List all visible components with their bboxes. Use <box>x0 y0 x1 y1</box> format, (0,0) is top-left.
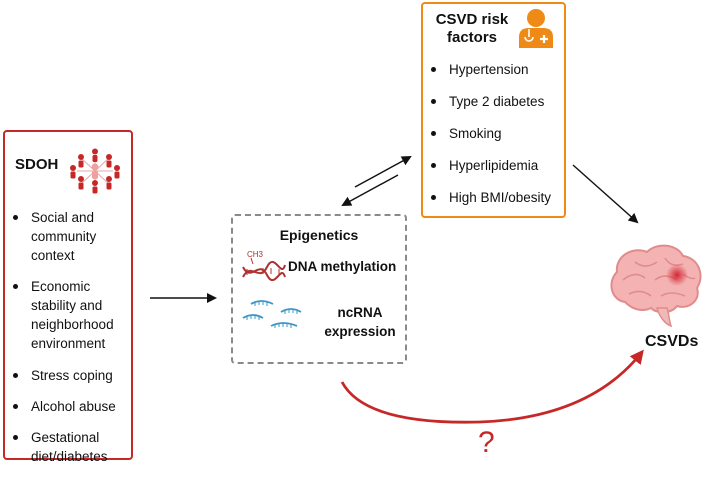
list-item: Hyperlipidemia <box>429 156 565 175</box>
question-mark: ? <box>478 426 495 459</box>
arrow-risk-to-epigenetics <box>341 174 399 206</box>
epigenetics-box: Epigenetics CH3 DNA methylation ncRNA <box>231 214 407 364</box>
list-item: Type 2 diabetes <box>429 92 565 111</box>
doctor-icon <box>519 9 553 48</box>
arrow-risk-to-csvds <box>572 164 639 224</box>
list-item: Stress coping <box>11 366 129 385</box>
list-item: Hypertension <box>429 60 565 79</box>
brain-icon <box>610 244 702 328</box>
sdoh-title: SDOH <box>15 156 59 173</box>
sdoh-box: SDOH Social and community context Econom… <box>3 130 133 464</box>
list-item: Gestational diet/diabetes <box>11 428 129 466</box>
csvd-risk-list: Hypertension Type 2 diabetes Smoking Hyp… <box>429 60 565 220</box>
list-item: Smoking <box>429 124 565 143</box>
list-item: High BMI/obesity <box>429 188 565 207</box>
list-item: Economic stability and neighborhood envi… <box>11 277 129 353</box>
ncrna-expression-label: ncRNA expression <box>324 305 396 339</box>
ncrna-icon <box>242 300 302 328</box>
list-item: Alcohol abuse <box>11 397 129 416</box>
methyl-group-label: CH3 <box>247 250 264 259</box>
dna-icon: CH3 <box>242 250 286 281</box>
arrow-epigenetics-to-csvds-unknown <box>340 349 644 424</box>
people-network-icon <box>70 148 120 194</box>
csvd-risk-title: CSVD risk factors <box>435 11 509 46</box>
epigenetics-title: Epigenetics <box>279 227 359 243</box>
sdoh-list: Social and community context Economic st… <box>11 208 129 478</box>
csvds-label: CSVDs <box>645 333 699 350</box>
arrow-epigenetics-to-risk <box>354 156 412 188</box>
csvd-risk-box: CSVD risk factors Hypertension Type 2 di… <box>421 2 566 218</box>
dna-methylation-label: DNA methylation <box>288 259 397 274</box>
list-item: Social and community context <box>11 208 129 265</box>
